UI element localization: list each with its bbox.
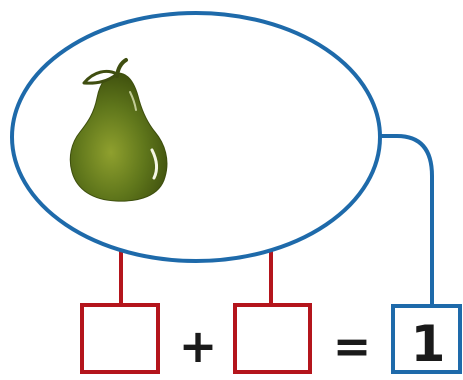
- pear-icon: [69, 58, 168, 202]
- pear-leaf: [82, 69, 119, 85]
- result-value: 1: [411, 315, 446, 373]
- addend-right-box[interactable]: [233, 303, 312, 374]
- set-ellipse: [10, 11, 382, 263]
- addend-left-box[interactable]: [80, 303, 160, 374]
- pear-highlight-top: [129, 91, 137, 111]
- plus-sign: +: [179, 319, 218, 373]
- connector-result: [381, 134, 434, 306]
- result-box: [391, 304, 462, 374]
- equals-sign: =: [333, 319, 372, 373]
- pear-body: [69, 72, 168, 202]
- pear-highlight: [150, 148, 158, 180]
